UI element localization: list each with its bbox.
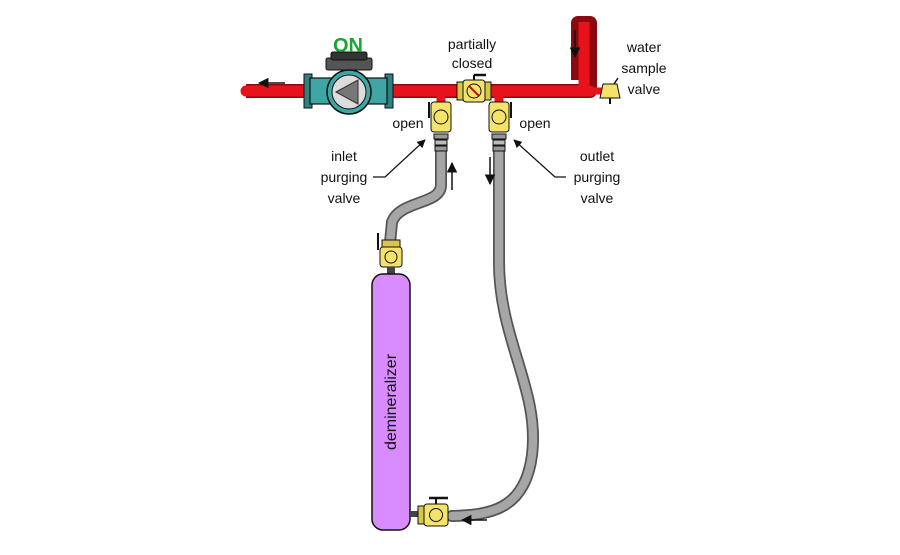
pump-state-label: ON [333,35,363,57]
partially-closed-label-line1: partially [448,36,496,52]
water-sample-valve-label-line1: water [626,39,662,55]
outlet-purging-valve-label-line3: valve [581,190,614,206]
inlet-purging-valve-label-line3: valve [328,190,361,206]
demineralizer-outlet-valve-icon [410,496,449,527]
demineralizer-inlet-valve-icon [377,233,403,275]
demineralizer-label: demineralizer [383,353,400,450]
partially-closed-valve-icon [456,73,492,103]
inlet-open-label: open [392,115,423,131]
outlet-leader-line [513,139,566,178]
inlet-purging-valve-label-line2: purging [321,169,368,185]
inlet-purging-valve-label-line1: inlet [331,148,357,164]
circulator-pump-icon [303,51,394,115]
inlet-leader-line [373,139,426,178]
inlet-hose [384,144,447,249]
outlet-hose [446,144,539,522]
outlet-purging-valve-label-line1: outlet [580,148,614,164]
water-sample-valve-icon [599,77,621,104]
demineralizer-tank [371,273,411,531]
partially-closed-label-line2: closed [452,55,492,71]
inlet-purging-valve-icon [428,101,452,152]
water-sample-valve-label-line3: valve [628,81,661,97]
outlet-open-label: open [519,115,550,131]
outlet-purging-valve-label-line2: purging [574,169,621,185]
main-pipe [240,16,604,104]
outlet-purging-valve-icon [488,101,512,152]
water-sample-valve-label-line2: sample [621,60,666,76]
